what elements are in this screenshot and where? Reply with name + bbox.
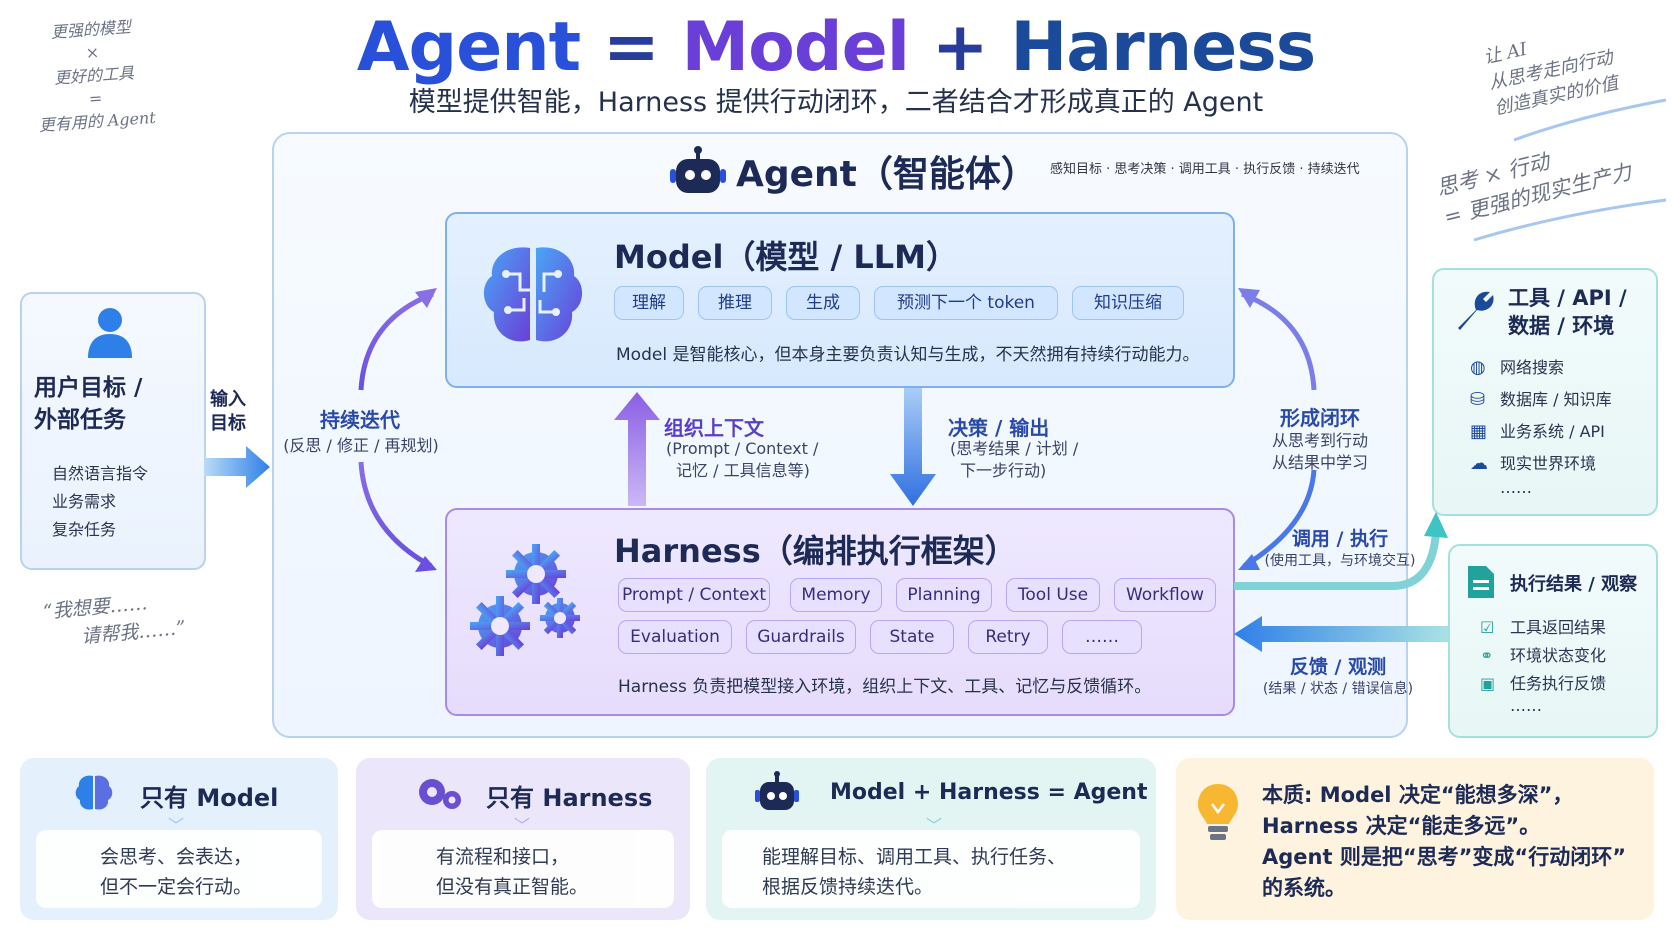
check-square-icon: ☑ (1480, 618, 1495, 637)
card-model-harness: Model + Harness = Agent ﹀ 能理解目标、调用工具、执行任… (706, 758, 1156, 920)
model-chip-compress: 知识压缩 (1072, 286, 1184, 320)
harness-chip-prompt: Prompt / Context (618, 578, 770, 612)
input-label: 输入 目标 (210, 389, 246, 434)
harness-chip-planning: Planning (896, 578, 992, 612)
tools-title: 工具 / API / 数据 / 环境 (1508, 286, 1627, 338)
loop-label: 形成闭环 (1280, 406, 1360, 430)
model-chip-next-token: 预测下一个 token (874, 286, 1058, 320)
call-label: 调用 / 执行 (1291, 528, 1389, 550)
card-only-harness-title: 只有 Harness (486, 784, 653, 812)
iterate-sub: (反思 / 修正 / 再规划) (283, 436, 439, 455)
card-model-harness-title: Model + Harness = Agent (830, 780, 1148, 805)
document-icon (1468, 566, 1494, 598)
harness-chip-state: State (870, 620, 954, 654)
model-title: Model（模型 / LLM） (614, 238, 959, 276)
cloud-icon: ☁ (1470, 453, 1488, 474)
bulb-icon (1198, 784, 1238, 840)
card-only-model-body: 会思考、会表达， 但不一定会行动。 (36, 830, 322, 908)
title-eq: = (602, 8, 660, 87)
subtitle: 模型提供智能，Harness 提供行动闭环，二者结合才形成真正的 Agent (408, 87, 1264, 118)
gears-icon (470, 544, 580, 656)
card-model-harness-body: 能理解目标、调用工具、执行任务、 根据反馈持续迭代。 (722, 830, 1140, 908)
title-plus: + (931, 8, 989, 87)
robot-icon (755, 771, 799, 810)
feedback-icon: ▣ (1480, 674, 1496, 693)
model-desc: Model 是智能核心，但本身主要负责认知与生成，不天然拥有持续行动能力。 (616, 345, 1200, 365)
user-icon (88, 308, 132, 358)
link-icon: ⚭ (1480, 646, 1494, 665)
arrow-call (1234, 512, 1448, 590)
title-harness: Harness (1010, 8, 1316, 87)
tools-item-db: ⛁数据库 / 知识库 (1470, 384, 1612, 416)
results-list: ☑工具返回结果 ⚭环境状态变化 ▣任务执行反馈 …… (1480, 614, 1606, 714)
agent-tagline: 感知目标 · 思考决策 · 调用工具 · 执行反馈 · 持续迭代 (1050, 162, 1360, 177)
title-agent: Agent (356, 8, 581, 87)
tools-item-more: …… (1500, 478, 1532, 497)
main-title: Agent = Model + Harness (0, 8, 1672, 88)
card-essence: 本质: Model 决定“能想多深”， Harness 决定“能走多远”。 Ag… (1176, 758, 1654, 920)
note-underline-1 (1513, 98, 1667, 142)
title-model: Model (681, 8, 910, 87)
organize-sub: (Prompt / Context / 记忆 / 工具信息等) (666, 439, 819, 480)
card-only-model-title: 只有 Model (140, 784, 279, 812)
feedback-label: 反馈 / 观测 (1289, 656, 1387, 678)
wrench-icon (1458, 291, 1494, 330)
harness-chip-guardrails: Guardrails (746, 620, 856, 654)
arrow-up-organize (614, 392, 660, 506)
grid-icon: ▦ (1470, 421, 1488, 442)
harness-desc: Harness 负责把模型接入环境，组织上下文、工具、记忆与反馈循环。 (618, 677, 1152, 697)
user-goal-title: 用户目标 / 外部任务 (34, 375, 143, 433)
note-top-left: 更强的模型 × 更好的工具 = 更有用的 Agent (38, 17, 157, 135)
tools-box (1432, 268, 1658, 516)
results-item-tool: ☑工具返回结果 (1480, 614, 1606, 642)
decide-label: 决策 / 输出 (948, 416, 1050, 440)
call-sub: (使用工具，与环境交互) (1264, 553, 1416, 569)
agent-title: Agent（智能体） (736, 154, 1037, 195)
results-item-more: …… (1510, 696, 1542, 715)
arc-loop (1238, 288, 1317, 570)
model-chip-generate: 生成 (786, 286, 860, 320)
results-title: 执行结果 / 观察 (1510, 574, 1638, 595)
note-bottom-left: “我想要…… 请帮我……” (42, 592, 187, 648)
tools-item-api: ▦业务系统 / API (1470, 416, 1612, 448)
results-item-task: ▣任务执行反馈 (1480, 670, 1606, 698)
loop-sub: 从思考到行动 从结果中学习 (1271, 431, 1368, 472)
tools-list: ◍网络搜索 ⛁数据库 / 知识库 ▦业务系统 / API ☁现实世界环境 …… (1470, 352, 1612, 496)
tools-item-search: ◍网络搜索 (1470, 352, 1612, 384)
card-only-harness-body: 有流程和接口， 但没有真正智能。 (372, 830, 674, 908)
harness-chip-more: …… (1062, 620, 1142, 654)
results-item-env: ⚭环境状态变化 (1480, 642, 1606, 670)
harness-box (445, 508, 1235, 716)
gears-icon (419, 779, 461, 809)
harness-chip-evaluation: Evaluation (618, 620, 732, 654)
harness-chip-tool-use: Tool Use (1006, 578, 1100, 612)
note-underline-2 (1473, 198, 1667, 242)
model-chip-understand: 理解 (614, 286, 684, 320)
card-only-model: 只有 Model ﹀ 会思考、会表达， 但不一定会行动。 (20, 758, 338, 920)
iterate-label: 持续迭代 (320, 408, 400, 432)
brain-icon (75, 775, 113, 810)
organize-label: 组织上下文 (664, 416, 764, 440)
user-goal-items: 自然语言指令 业务需求 复杂任务 (52, 464, 149, 539)
robot-icon (670, 146, 726, 193)
card-only-harness: 只有 Harness ﹀ 有流程和接口， 但没有真正智能。 (356, 758, 690, 920)
feedback-sub: (结果 / 状态 / 错误信息) (1262, 681, 1414, 697)
database-icon: ⛁ (1470, 389, 1486, 410)
arrow-input (204, 446, 270, 488)
model-chip-reason: 推理 (698, 286, 772, 320)
arc-iterate (358, 288, 437, 572)
globe-icon: ◍ (1470, 357, 1486, 378)
harness-title: Harness（编排执行框架） (614, 532, 1017, 570)
arrow-down-decide (890, 388, 936, 506)
brain-icon (483, 247, 583, 342)
harness-chip-memory: Memory (790, 578, 882, 612)
arrow-feedback (1234, 616, 1448, 652)
harness-chip-retry: Retry (968, 620, 1048, 654)
tools-item-world: ☁现实世界环境 (1470, 448, 1612, 480)
decide-sub: (思考结果 / 计划 / 下一步行动) (950, 439, 1079, 480)
card-essence-text: 本质: Model 决定“能想多深”， Harness 决定“能走多远”。 Ag… (1262, 783, 1627, 900)
harness-chip-workflow: Workflow (1114, 578, 1216, 612)
